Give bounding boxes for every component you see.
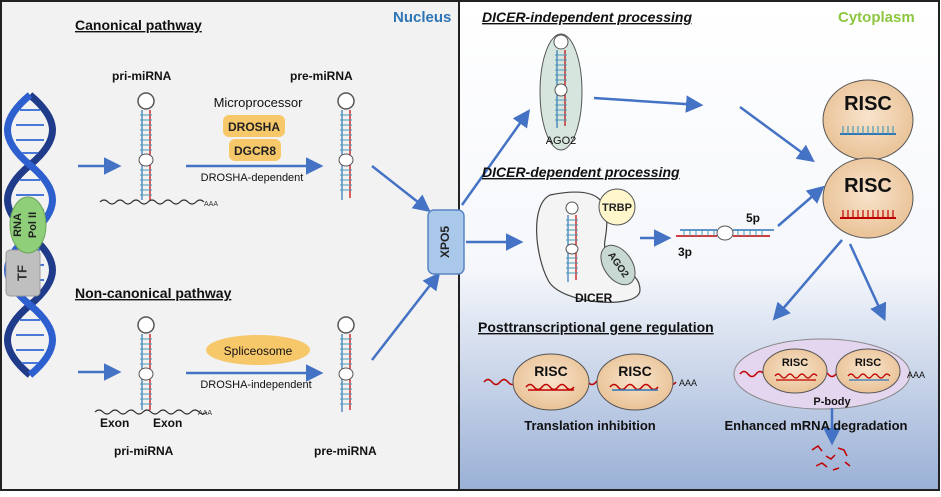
risc-bottom-ellipse — [822, 157, 914, 239]
canonical-heading: Canonical pathway — [75, 17, 202, 33]
risc-a-label: RISC — [534, 363, 567, 379]
tf-label: TF — [14, 265, 29, 281]
degradation-tail: AAA — [907, 370, 925, 380]
risc-bottom-strand-icon — [840, 210, 896, 219]
risc-c-ellipse — [762, 348, 828, 394]
risc-c-label: RISC — [782, 357, 808, 369]
microprocessor-label: Microprocessor — [214, 95, 304, 110]
risc-to-degradation-arrow — [848, 243, 887, 322]
ago2-hairpin-icon — [539, 33, 583, 151]
risc-to-regulation-arrow — [772, 239, 843, 321]
ago2-dependent-ellipse — [600, 244, 636, 286]
risc-top-strand-icon — [840, 126, 896, 135]
risc-d-strand-icon — [847, 373, 891, 381]
noncanonical-pri-mirna-icon — [94, 316, 208, 415]
dicer-independent-to-risc-arrow — [593, 95, 704, 113]
noncanonical-heading: Non-canonical pathway — [75, 285, 232, 301]
noncanonical-pre-mirna-icon — [337, 316, 355, 412]
risc-b-strand-icon — [609, 383, 659, 391]
noncanonical-to-xpo5-arrow — [371, 272, 441, 361]
to-risc-arrow-continue — [739, 105, 815, 163]
trbp-label: TRBP — [602, 202, 632, 214]
canonical-pri-label: pri-miRNA — [112, 69, 172, 83]
drosha-label: DROSHA — [228, 120, 280, 134]
rna-pol-ii-blob — [9, 196, 47, 254]
canonical-to-xpo5-arrow — [371, 165, 431, 213]
risc-b-label: RISC — [618, 363, 651, 379]
rna-pol-line2: Pol II — [27, 212, 39, 238]
risc-a-ellipse — [512, 353, 590, 411]
duplex-to-risc-arrow — [777, 185, 825, 227]
dgcr8-box — [229, 139, 281, 161]
exon-right-label: Exon — [153, 416, 182, 430]
rna-pol-line1: RNA — [12, 213, 24, 237]
ago2-independent-label: AGO2 — [546, 135, 577, 147]
risc-a-strand-icon — [525, 383, 575, 391]
risc-d-ellipse — [835, 348, 901, 394]
noncanonical-pri-tail: AAA — [198, 410, 212, 417]
cytoplasm-title: Cytoplasm — [838, 9, 915, 26]
canonical-pre-mirna-icon — [337, 92, 355, 200]
xpo5-to-dicer-independent-arrow — [460, 109, 531, 206]
drosha-independent-label: DROSHA-independent — [200, 379, 311, 391]
translation-inhibition-label: Translation inhibition — [524, 418, 656, 433]
risc-d-label: RISC — [855, 357, 881, 369]
exon-left-label: Exon — [100, 416, 129, 430]
mrna-fragments-icon — [811, 444, 851, 471]
drosha-dependent-label: DROSHA-dependent — [201, 172, 304, 184]
enhanced-degradation-label: Enhanced mRNA degradation — [725, 418, 908, 433]
p-body-label: P-body — [813, 396, 851, 408]
spliceosome-label: Spliceosome — [224, 344, 293, 358]
noncanonical-pre-label: pre-miRNA — [314, 444, 377, 458]
risc-bottom-label: RISC — [844, 175, 892, 197]
dgcr8-label: DGCR8 — [234, 144, 276, 158]
strand-3p-label: 3p — [678, 245, 692, 259]
cytoplasm-panel — [458, 0, 940, 491]
strand-5p-label: 5p — [746, 211, 760, 225]
xpo5-label: XPO5 — [438, 226, 452, 258]
risc-c-strand-icon — [774, 373, 818, 381]
canonical-pri-tail: AAA — [204, 201, 218, 208]
nucleus-panel — [0, 0, 460, 491]
spliceosome-ellipse — [206, 335, 310, 365]
risc-b-ellipse — [596, 353, 674, 411]
noncanonical-pri-label: pri-miRNA — [114, 444, 174, 458]
nucleus-title: Nucleus — [393, 9, 451, 26]
translation-tail: AAA — [679, 378, 697, 388]
mirna-duplex-icon — [676, 225, 774, 241]
dicer-independent-heading: DICER-independent processing — [482, 9, 692, 25]
risc-top-label: RISC — [844, 93, 892, 115]
canonical-pre-label: pre-miRNA — [290, 69, 353, 83]
dicer-label: DICER — [575, 291, 613, 305]
dicer-dependent-heading: DICER-dependent processing — [482, 164, 680, 180]
regulation-heading: Posttranscriptional gene regulation — [478, 319, 714, 335]
canonical-pri-mirna-icon — [99, 92, 205, 205]
drosha-box — [223, 115, 285, 137]
risc-top-ellipse — [822, 79, 914, 161]
trbp-circle — [598, 188, 636, 226]
xpo5-box — [427, 209, 465, 275]
